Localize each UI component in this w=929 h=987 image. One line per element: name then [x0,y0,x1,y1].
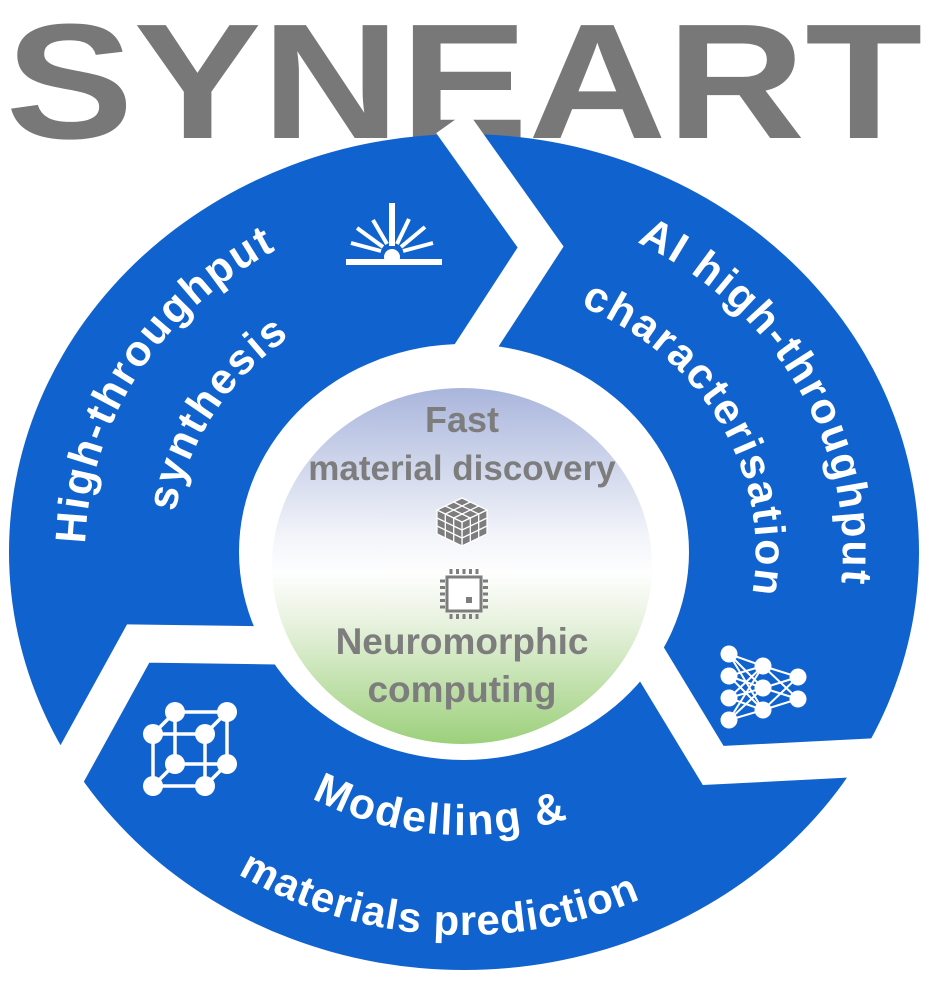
cube-3d-icon [435,497,489,548]
microchip-icon [440,569,488,619]
chevron-gap-top [436,111,564,373]
chevron-gap-left [48,624,285,786]
center-label-computing: computing [367,669,556,710]
chevron-gap-right [625,638,877,786]
center-label-neuromorphic: Neuromorphic [336,621,589,662]
center-disc [272,388,652,744]
crystal-lattice-icon [143,702,237,796]
neural-network-icon [720,645,807,729]
center-label-fast: Fast [425,399,499,440]
laser-icon [346,203,442,265]
center-label-material-discovery: material discovery [308,449,616,488]
